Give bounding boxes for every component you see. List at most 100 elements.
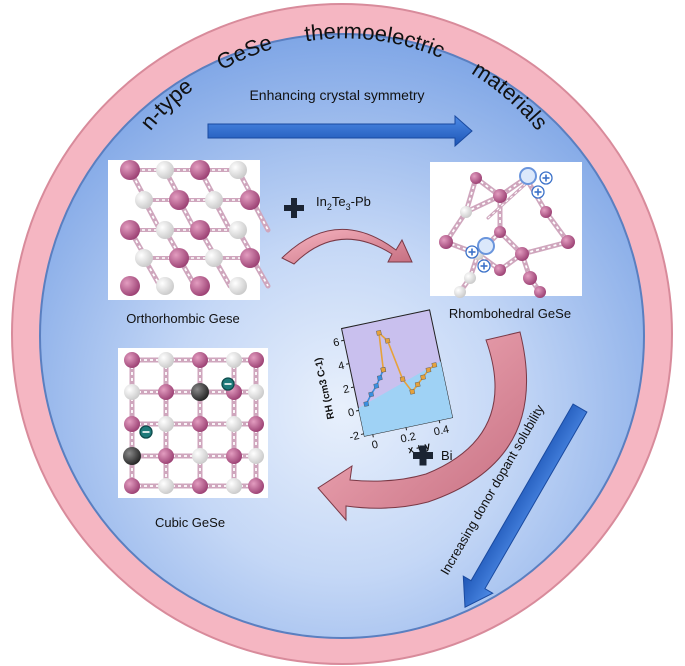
y-tick-label: 2 [342, 383, 350, 396]
data-point [420, 374, 426, 381]
se-atom [190, 160, 210, 180]
y-tick [345, 363, 350, 365]
rhombohedral-structure [430, 162, 582, 298]
se-atom [494, 264, 506, 276]
x-tick-label: 0 [371, 439, 379, 452]
vacancy-ring [477, 237, 495, 255]
se-atom [248, 478, 264, 494]
se-atom [561, 235, 575, 249]
dopant-bi: Bi [441, 448, 453, 463]
se-atom [470, 172, 482, 184]
cubic-atoms [123, 352, 264, 494]
data-point [373, 383, 380, 389]
bond-highlight [213, 257, 231, 287]
se-atom [192, 416, 208, 432]
orthorhombic-structure [108, 160, 271, 300]
se-atom [190, 220, 210, 240]
ge-atom [229, 277, 247, 295]
y-tick [340, 339, 345, 342]
dopant-atom [191, 383, 209, 401]
dopant-atom [123, 447, 141, 465]
x-tick [372, 434, 374, 438]
plus-icon-bi [413, 445, 433, 466]
se-atom [169, 248, 189, 268]
y-tick [350, 386, 355, 389]
dopant-in2te3-pb: In2Te3-Pb [316, 194, 371, 212]
ge-atom [135, 191, 153, 209]
se-atom [226, 448, 242, 464]
data-point [384, 337, 391, 344]
ge-atom [156, 221, 174, 239]
ge-atom [464, 272, 476, 284]
ge-atom [158, 416, 174, 432]
se-atom [124, 416, 140, 432]
y-tick-label: 0 [347, 407, 355, 420]
data-point [414, 381, 421, 388]
ge-atom [226, 478, 242, 494]
ge-atom [124, 384, 140, 400]
ge-atom [156, 277, 174, 295]
ge-atom [226, 352, 242, 368]
ge-atom [156, 161, 174, 179]
x-tick-label: 0.2 [400, 431, 417, 446]
se-atom [493, 189, 507, 203]
se-atom [240, 190, 260, 210]
bond-highlight [521, 241, 569, 255]
se-atom [158, 384, 174, 400]
ge-atom [205, 249, 223, 267]
se-atom [192, 478, 208, 494]
data-point [363, 401, 370, 407]
y-tick [355, 409, 360, 412]
data-point [376, 375, 383, 381]
cubic-structure [118, 348, 268, 498]
right-blue-arrow [462, 403, 588, 608]
curved-arrow-to-cubic [317, 331, 528, 522]
y-tick-label: 6 [332, 336, 340, 349]
orthorhombic-atoms [120, 160, 271, 296]
x-tick-label: 0.4 [433, 424, 450, 439]
y-tick [360, 433, 365, 435]
se-atom [515, 247, 529, 261]
y-tick-label: 4 [337, 360, 345, 373]
cubic-label: Cubic GeSe [155, 515, 225, 530]
ge-atom [229, 161, 247, 179]
bond-highlight [499, 253, 523, 271]
dopant-in: In [316, 194, 327, 209]
data-point [380, 366, 387, 373]
rhombohedral-label: Rhombohedral GeSe [449, 306, 571, 321]
top-arrow-label: Enhancing crystal symmetry [249, 87, 424, 103]
bond-highlight [521, 253, 531, 279]
data-point [425, 367, 432, 373]
data-point [368, 391, 375, 398]
se-atom [240, 248, 260, 268]
dopant-pb: -Pb [351, 194, 371, 209]
plus-icon [284, 198, 304, 218]
se-atom [124, 352, 140, 368]
bond [486, 178, 532, 220]
data-point [376, 329, 382, 336]
ge-atom [248, 448, 264, 464]
se-atom [124, 478, 140, 494]
y-tick-label: -2 [348, 430, 360, 444]
se-atom [534, 286, 546, 298]
data-point [431, 362, 438, 368]
chart-lower-region [358, 361, 453, 437]
se-atom [158, 448, 174, 464]
se-atom [248, 352, 264, 368]
se-atom [439, 235, 453, 249]
ge-atom [192, 448, 208, 464]
ge-atom [205, 191, 223, 209]
se-atom [120, 220, 140, 240]
se-atom [494, 226, 506, 238]
x-tick [438, 420, 441, 424]
rhombohedral-atoms [439, 167, 575, 298]
ge-atom [460, 206, 472, 218]
se-atom [192, 352, 208, 368]
ge-atom [454, 286, 466, 298]
x-tick [405, 427, 408, 431]
bond-highlight [469, 253, 479, 279]
